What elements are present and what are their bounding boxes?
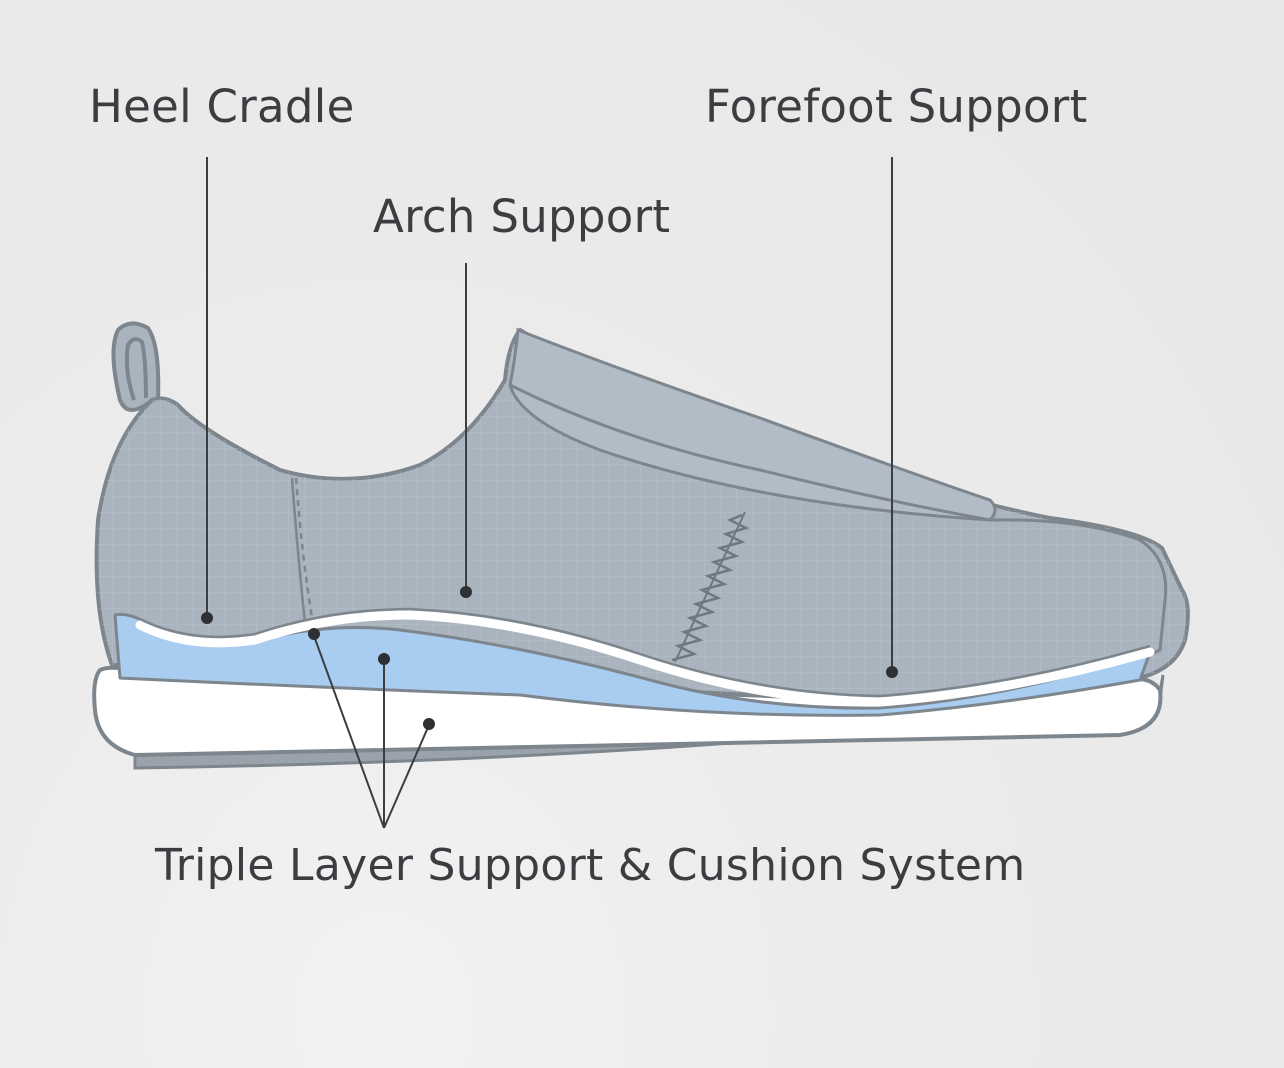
triple-layer-dot-1 bbox=[308, 628, 320, 640]
forefoot-support-dot bbox=[886, 666, 898, 678]
heel-pull-tab bbox=[111, 321, 161, 412]
heel-cradle-label: Heel Cradle bbox=[89, 80, 355, 133]
zigzag-stitch bbox=[671, 513, 750, 662]
triple-layer-dot-2 bbox=[378, 653, 390, 665]
triple-layer-label: Triple Layer Support & Cushion System bbox=[155, 840, 1026, 891]
heel-seam bbox=[294, 477, 316, 631]
forefoot-support-label: Forefoot Support bbox=[705, 80, 1088, 133]
footbed bbox=[135, 610, 1155, 707]
triple-layer-leader-3 bbox=[383, 724, 430, 829]
arch-support-label: Arch Support bbox=[373, 190, 671, 243]
triple-layer-dot-3 bbox=[423, 718, 435, 730]
heel-cradle-dot bbox=[201, 612, 213, 624]
arch-support-dot bbox=[460, 586, 472, 598]
triple-layer-leader-1 bbox=[313, 635, 385, 829]
